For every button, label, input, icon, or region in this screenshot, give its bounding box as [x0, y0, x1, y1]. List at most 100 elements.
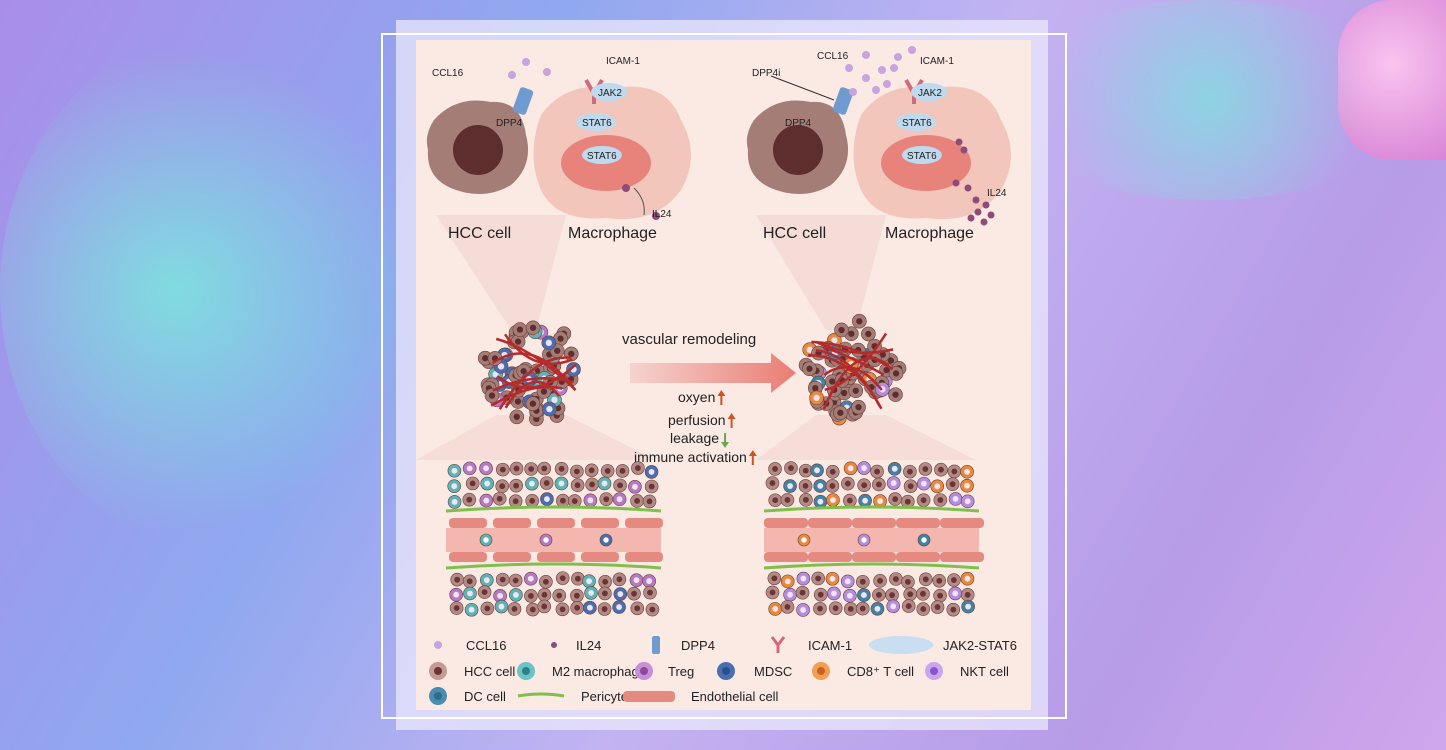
blood-vessel [823, 365, 883, 391]
label-icam1: ICAM-1 [606, 56, 640, 67]
hcc-cell-nucleus [846, 497, 853, 504]
label-macrophage: Macrophage [885, 225, 974, 242]
hcc-cell-nucleus [861, 482, 868, 489]
legend-label: MDSC [754, 664, 792, 679]
label-stat6: STAT6 [902, 118, 932, 129]
endothelial-cell [449, 518, 487, 528]
il24-molecules [622, 184, 660, 220]
right-hcc-cell [746, 100, 849, 194]
hcc-cell-nucleus [920, 606, 927, 612]
endothelial-cell [537, 552, 575, 562]
hcc-cell-nucleus [949, 481, 956, 488]
label-il24: IL24 [987, 188, 1007, 199]
immune-cell-nucleus [587, 497, 594, 504]
immune-cell-nucleus [964, 468, 971, 475]
hcc-cell-nucleus [799, 589, 806, 596]
hcc-cell-nucleus [840, 389, 848, 397]
hcc-cell-nucleus [488, 392, 496, 399]
hcc-cell-nucleus [920, 590, 926, 597]
immune-cell-nucleus [806, 346, 813, 353]
hcc-cell-nucleus [466, 496, 473, 503]
white-frame [381, 33, 1067, 719]
hcc-cell-nucleus [631, 590, 637, 597]
hcc-cell-nucleus [883, 366, 890, 374]
hcc-cell-nucleus [648, 483, 655, 490]
hcc-cell-nucleus [617, 482, 624, 489]
hcc-cell-nucleus [634, 498, 641, 504]
endothelial-cell [449, 552, 487, 562]
immune-cell-nucleus [921, 537, 927, 543]
legend-label: CCL16 [466, 638, 506, 653]
hcc-cell-nucleus [907, 483, 914, 490]
immune-cell-nucleus [844, 578, 851, 585]
hcc-cell-nucleus [817, 591, 824, 598]
immune-cell-nucleus [920, 480, 927, 487]
immune-cell-nucleus [861, 537, 867, 543]
immune-cell-nucleus [831, 337, 838, 344]
blood-vessel [490, 385, 563, 407]
legend-label: ICAM-1 [808, 638, 852, 653]
endothelial-cell [764, 552, 808, 562]
hcc-cell-nucleus [889, 592, 895, 599]
endothelial-cell [537, 518, 575, 528]
immune-cell-nucleus [952, 496, 959, 502]
hcc-cell-nucleus [484, 605, 491, 612]
hcc-cell-nucleus [646, 498, 653, 505]
immune-cell-nucleus [814, 467, 820, 474]
hcc-cell-nucleus [574, 604, 581, 611]
legend-label: NKT cell [960, 664, 1009, 679]
legend-label: DC cell [464, 689, 506, 704]
hcc-cell-nucleus [558, 465, 565, 472]
immune-cell-nucleus [616, 604, 622, 610]
hcc-cell-nucleus [877, 577, 883, 584]
hcc-cell-nucleus [829, 483, 836, 489]
pericyte [445, 562, 662, 570]
immune-cell-nucleus [468, 606, 475, 613]
legend-label: Endothelial cell [691, 689, 779, 704]
endothelial-cell [581, 518, 619, 528]
hcc-cell-nucleus [602, 578, 609, 585]
immune-cell-nucleus [586, 604, 593, 611]
hcc-cell-nucleus [832, 605, 839, 612]
jak2-node [911, 83, 947, 101]
hcc-cell-nucleus [950, 606, 957, 613]
endothelial-cell [625, 552, 663, 562]
label-ccl16: CCL16 [432, 68, 464, 79]
dpp4i-inhibition-line [770, 75, 835, 101]
hcc-cell-nucleus [892, 370, 900, 377]
effect-label: oxyen [678, 389, 715, 405]
endothelial-cell [808, 518, 852, 528]
dpp4-icon [652, 636, 660, 654]
blood-vessel [822, 345, 885, 376]
hcc-cell-nucleus [554, 347, 561, 354]
immune-cell-nucleus [586, 578, 592, 585]
hcc-cell-nucleus [559, 606, 566, 613]
hcc-cell-nucleus [528, 466, 535, 472]
blood-vessel [811, 340, 894, 371]
vessel-before-treatment [445, 461, 663, 617]
immune-cell-nucleus [934, 483, 941, 490]
hcc-cell-nucleus [844, 480, 851, 487]
hcc-cell-nucleus [571, 498, 578, 504]
immune-cell-nucleus [546, 405, 553, 413]
hcc-cell-nucleus [529, 497, 536, 504]
immune-cell-nucleus [544, 496, 550, 503]
left-hcc-cell [426, 100, 529, 194]
decor-wave [0, 30, 440, 550]
arrow-up-icon [717, 390, 726, 405]
label-jak2: JAK2 [598, 88, 622, 99]
hcc-cell-nucleus [619, 467, 626, 474]
endothelial-cell [625, 518, 663, 528]
arrow-up-icon [727, 413, 736, 428]
hcc-cell-nucleus [529, 324, 537, 331]
hcc-cell-nucleus [837, 409, 844, 416]
legend-label: CD8⁺ T cell [847, 664, 914, 679]
immune-cell-nucleus [890, 480, 897, 486]
immune-cell-nucleus [800, 607, 807, 613]
hcc-cell-nucleus [922, 466, 929, 472]
immune-cell-nucleus [860, 592, 867, 599]
vessel-after-treatment [763, 461, 984, 617]
hcc-cell-nucleus [527, 592, 534, 599]
immune-cell-nucleus [964, 482, 970, 489]
legend-label: Pericyte [581, 689, 628, 704]
